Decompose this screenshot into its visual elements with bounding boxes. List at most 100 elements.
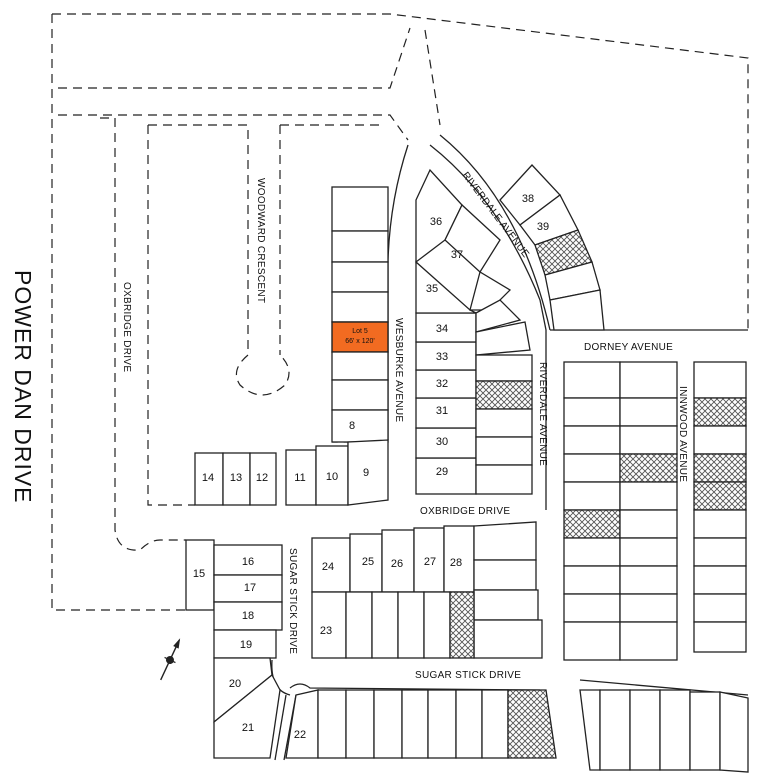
lot-sold[interactable] xyxy=(475,380,533,410)
lot-number: 23 xyxy=(320,625,332,637)
lot-37[interactable] xyxy=(444,203,501,274)
lot-number: 14 xyxy=(202,472,214,484)
lot-unnumbered[interactable] xyxy=(563,453,621,483)
lot-36[interactable] xyxy=(415,168,463,264)
lot-unnumbered[interactable] xyxy=(619,425,678,455)
oxbridge-south-lots xyxy=(311,521,543,659)
lot-unnumbered[interactable] xyxy=(689,691,721,771)
lot-unnumbered[interactable] xyxy=(693,565,747,595)
lot-unnumbered[interactable] xyxy=(549,289,605,331)
lot-unnumbered[interactable] xyxy=(475,464,533,495)
lot-11[interactable] xyxy=(285,449,317,506)
lot-unnumbered[interactable] xyxy=(331,230,389,263)
lot-sold[interactable] xyxy=(507,689,557,759)
lot-28[interactable] xyxy=(443,525,475,593)
lot-unnumbered[interactable] xyxy=(475,408,533,438)
lot-24[interactable] xyxy=(311,537,351,593)
lot-numbers: 8 9 10 11 12 13 14 15 16 17 18 19 20 21 … xyxy=(193,193,549,741)
lot-unnumbered[interactable] xyxy=(473,619,543,659)
lot-33[interactable] xyxy=(415,341,477,371)
lot-22[interactable] xyxy=(285,689,319,759)
lot-unnumbered[interactable] xyxy=(659,689,691,771)
lot-27[interactable] xyxy=(413,527,445,593)
lot-unnumbered[interactable] xyxy=(563,565,621,595)
lot-number: 30 xyxy=(436,436,448,448)
lot-unnumbered[interactable] xyxy=(475,436,533,466)
lot-unnumbered[interactable] xyxy=(563,537,621,567)
lot-unnumbered[interactable] xyxy=(619,509,678,539)
lot-unnumbered[interactable] xyxy=(693,361,747,399)
lot-unnumbered[interactable] xyxy=(373,689,403,759)
lot-unnumbered[interactable] xyxy=(619,481,678,511)
lot-unnumbered[interactable] xyxy=(563,593,621,623)
lot-unnumbered[interactable] xyxy=(599,689,631,771)
lot-sold[interactable] xyxy=(619,453,678,483)
lot-15[interactable] xyxy=(185,539,215,611)
lot-number: 21 xyxy=(242,722,254,734)
lot-number: 17 xyxy=(244,582,256,594)
lot-unnumbered[interactable] xyxy=(345,689,375,759)
lot-number: 29 xyxy=(436,466,448,478)
lot-unnumbered[interactable] xyxy=(619,565,678,595)
lot-34[interactable] xyxy=(415,312,477,343)
sugar-stick-west-lots xyxy=(185,539,283,759)
lot-unnumbered[interactable] xyxy=(619,397,678,427)
lot-unnumbered[interactable] xyxy=(331,261,389,293)
lot-unnumbered[interactable] xyxy=(563,425,621,455)
lot-unnumbered[interactable] xyxy=(317,689,347,759)
lot-unnumbered[interactable] xyxy=(563,397,621,427)
lot-unnumbered[interactable] xyxy=(371,591,399,659)
lot-unnumbered[interactable] xyxy=(719,691,749,773)
lot-unnumbered[interactable] xyxy=(473,521,537,561)
lot-unnumbered[interactable] xyxy=(401,689,429,759)
lot-17[interactable] xyxy=(213,574,283,603)
lot-unnumbered[interactable] xyxy=(579,689,601,771)
lot-unnumbered[interactable] xyxy=(475,321,531,356)
lot-unnumbered[interactable] xyxy=(619,537,678,567)
lot-5-featured[interactable] xyxy=(331,321,389,353)
lot-unnumbered[interactable] xyxy=(455,689,483,759)
lot-unnumbered[interactable] xyxy=(619,621,678,661)
lot-10[interactable] xyxy=(315,445,349,506)
lot-unnumbered[interactable] xyxy=(345,591,373,659)
lot-30[interactable] xyxy=(415,427,477,459)
lot-unnumbered[interactable] xyxy=(693,425,747,455)
lot-unnumbered[interactable] xyxy=(629,689,661,771)
lot-sold[interactable] xyxy=(449,591,475,659)
lot-unnumbered[interactable] xyxy=(475,299,522,333)
lot-unnumbered[interactable] xyxy=(473,559,537,591)
lot-unnumbered[interactable] xyxy=(563,361,621,399)
lot-12[interactable] xyxy=(249,452,277,506)
lot-unnumbered[interactable] xyxy=(473,589,539,621)
lot-unnumbered[interactable] xyxy=(563,621,621,661)
sugar-stick-south-lots xyxy=(285,689,557,759)
lot-number: 28 xyxy=(450,557,462,569)
lot-unnumbered[interactable] xyxy=(397,591,425,659)
lot-26[interactable] xyxy=(381,529,415,593)
lot-sold[interactable] xyxy=(693,453,747,483)
lot-unnumbered[interactable] xyxy=(693,509,747,539)
lot-unnumbered[interactable] xyxy=(693,593,747,623)
lot-9[interactable] xyxy=(347,439,389,506)
lot-sold[interactable] xyxy=(563,509,621,539)
lot-number: 15 xyxy=(193,568,205,580)
lot-unnumbered[interactable] xyxy=(563,481,621,511)
lot-unnumbered[interactable] xyxy=(423,591,451,659)
lot-unnumbered[interactable] xyxy=(693,537,747,567)
lot-unnumbered[interactable] xyxy=(481,689,509,759)
street-label-dorney: DORNEY AVENUE xyxy=(584,342,673,353)
lot-21[interactable] xyxy=(213,673,281,759)
lot-unnumbered[interactable] xyxy=(693,621,747,653)
lot-unnumbered[interactable] xyxy=(619,593,678,623)
lot-8[interactable] xyxy=(331,409,389,443)
lot-unnumbered[interactable] xyxy=(331,351,389,381)
lot-unnumbered[interactable] xyxy=(427,689,457,759)
lot-unnumbered[interactable] xyxy=(331,379,389,411)
lot-unnumbered[interactable] xyxy=(475,354,533,382)
lot-sold[interactable] xyxy=(693,481,747,511)
lot-unnumbered[interactable] xyxy=(331,186,389,232)
lot-sold[interactable] xyxy=(693,397,747,427)
lot-unnumbered[interactable] xyxy=(619,361,678,399)
lot-unnumbered[interactable] xyxy=(331,291,389,323)
